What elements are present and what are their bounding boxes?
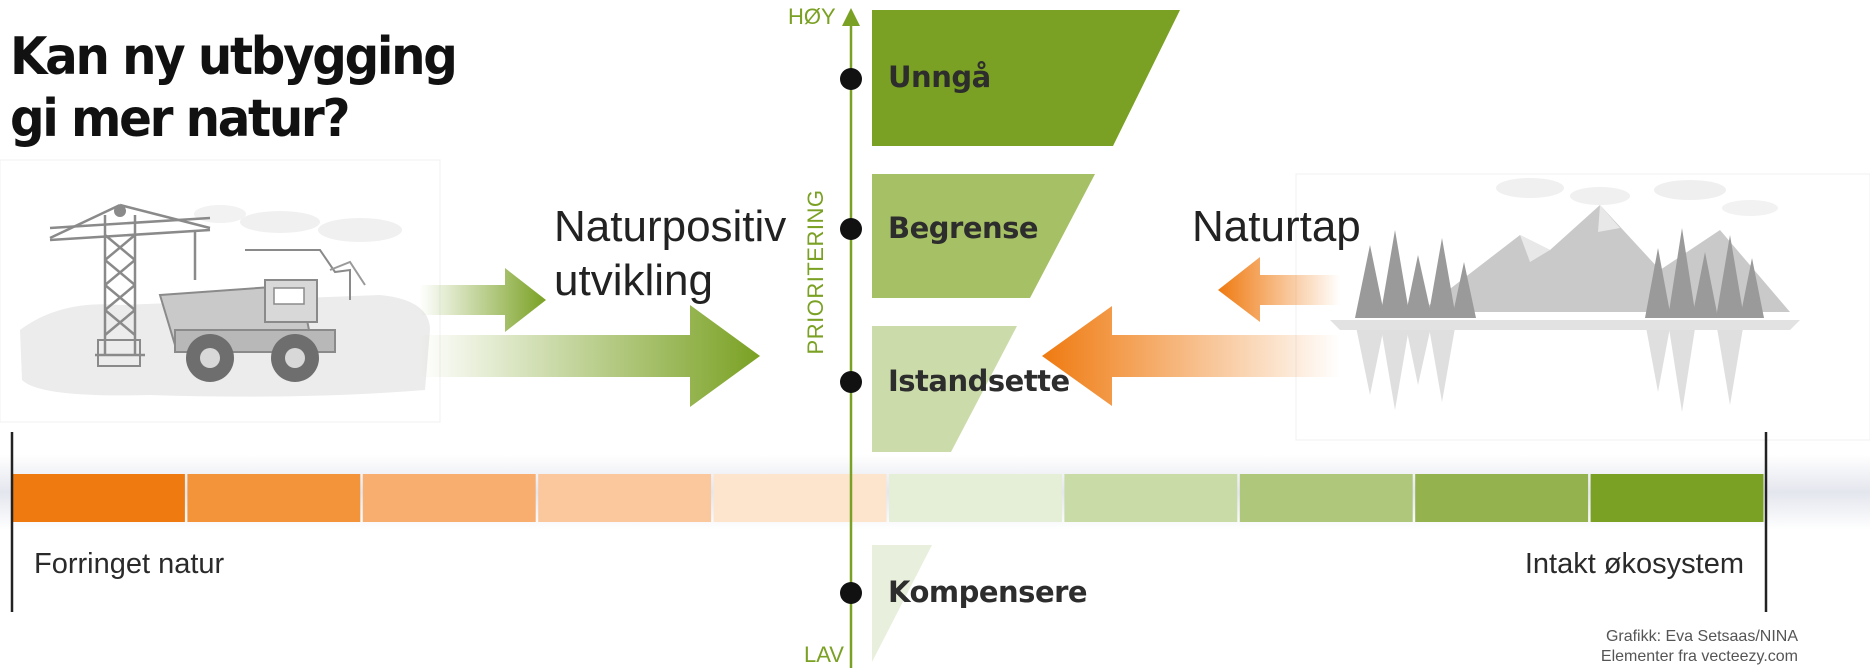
scale-segment: [538, 474, 712, 522]
tier-label-unnga: Unngå: [888, 60, 991, 94]
scale-segment: [187, 474, 361, 522]
construction-illustration: [0, 159, 441, 423]
scale-segment: [1064, 474, 1238, 522]
title-line-1: Kan ny utbygging: [10, 27, 458, 87]
naturpositiv-label: Naturpositiv utvikling: [554, 200, 786, 308]
scale-segment: [1239, 474, 1413, 522]
scale-segment: [1590, 474, 1764, 522]
tier-label-begrense: Begrense: [888, 211, 1039, 245]
axis-name-label: PRIORITERING: [803, 189, 828, 355]
title-line-2: gi mer natur?: [10, 89, 351, 149]
scale-segment: [1415, 474, 1589, 522]
axis-bottom-label: LAV: [804, 642, 844, 667]
tier-dot-begrense: [840, 218, 862, 240]
tier-dot-istandsette: [840, 371, 862, 393]
page-title: Kan ny utbygging gi mer natur?: [10, 26, 458, 150]
tier-dot-kompensere: [840, 582, 862, 604]
credit: Grafikk: Eva Setsaas/NINA Elementer fra …: [1601, 627, 1798, 667]
orange-arrow-large: [1042, 306, 1340, 406]
scale-segment: [12, 474, 185, 522]
credit-line-1: Grafikk: Eva Setsaas/NINA: [1605, 628, 1798, 645]
tier-shape-istandsette: [872, 326, 1017, 452]
tier-dot-unnga: [840, 68, 862, 90]
orange-arrow-small: [1218, 257, 1340, 322]
tier-shape-unnga: [872, 10, 1180, 146]
nature-illustration: [1295, 173, 1870, 441]
naturtap-arrows: [1042, 257, 1340, 406]
scale-segment: [889, 474, 1062, 522]
naturtap-label: Naturtap: [1192, 202, 1361, 251]
green-arrow-large: [420, 305, 760, 407]
credit-line-2: Elementer fra vecteezy.com: [1600, 648, 1798, 665]
tier-shape-begrense: [872, 174, 1095, 298]
green-arrow-small: [420, 268, 546, 332]
tier-shape-kompensere: [872, 545, 932, 662]
scale-right-label: Intakt økosystem: [1524, 548, 1744, 580]
naturpositiv-line-1: Naturpositiv: [554, 202, 787, 251]
scale-segment: [362, 474, 536, 522]
scale-left-label: Forringet natur: [34, 548, 225, 580]
naturpositiv-line-2: utvikling: [554, 256, 713, 305]
tier-label-istandsette: Istandsette: [888, 364, 1070, 398]
scale-bar: [12, 474, 1764, 522]
naturpositiv-arrows: [420, 268, 760, 407]
tier-label-kompensere: Kompensere: [888, 575, 1088, 609]
axis-top-label: HØY: [788, 4, 836, 29]
scale-segment: [713, 474, 887, 522]
priority-axis-arrowhead: [842, 8, 860, 26]
